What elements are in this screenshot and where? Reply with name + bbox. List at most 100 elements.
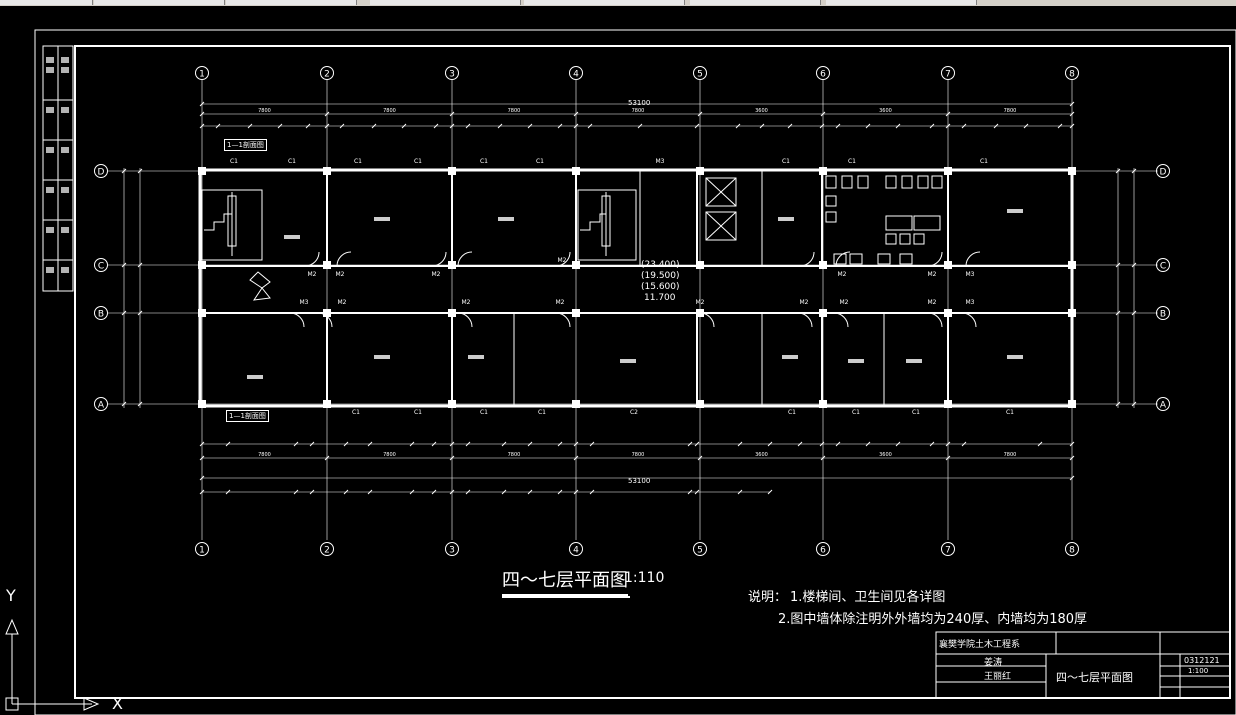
opening-tag: M3 — [656, 158, 665, 165]
column — [323, 309, 331, 317]
axis-number: 5 — [697, 546, 703, 556]
axis-letter: D — [1160, 168, 1167, 178]
axis-bubble — [195, 66, 209, 80]
room-label-mark — [247, 375, 263, 379]
toolbar-tab[interactable] — [226, 0, 357, 5]
axis-number: 5 — [697, 70, 703, 80]
column — [572, 167, 580, 175]
binding-strip — [42, 45, 74, 292]
opening-tag: M3 — [300, 299, 309, 306]
toolbar-tab[interactable] — [0, 0, 93, 5]
bay-dimension: 7800 — [1004, 452, 1017, 458]
opening-tag: M2 — [838, 271, 847, 278]
opening-tag: M2 — [840, 299, 849, 306]
room-label-mark — [848, 359, 864, 363]
column — [944, 400, 952, 408]
axis-number: 1 — [199, 70, 205, 80]
axis-number: 8 — [1069, 70, 1075, 80]
bay-dimension: 3600 — [755, 108, 768, 114]
building-outline — [198, 168, 1074, 408]
dimension-lines: 7800780078007800780078007800780036003600… — [121, 101, 1137, 495]
axis-number: 3 — [449, 70, 455, 80]
column — [448, 309, 456, 317]
axis-number: 7 — [945, 546, 951, 556]
axis-bubble — [195, 542, 209, 556]
column — [572, 309, 580, 317]
opening-tag: C1 — [480, 409, 488, 416]
section-label-top: 1—1剖面图 — [224, 139, 267, 151]
door-swings — [289, 251, 981, 328]
opening-tag: M2 — [556, 299, 565, 306]
column — [819, 261, 827, 269]
title-block-drawing-name: 四～七层平面图 — [1056, 671, 1133, 684]
title-block-designer: 姜涛 — [984, 658, 1003, 668]
title-block-scale: 1:100 — [1188, 667, 1209, 675]
opening-tag: C1 — [354, 158, 362, 165]
note-2: 2.图中墙体除注明外外墙均为240厚、内墙均为180厚 — [778, 612, 1088, 627]
note-1: 1.楼梯间、卫生间见各详图 — [790, 590, 946, 605]
opening-tag: M2 — [336, 271, 345, 278]
axis-letter: A — [1160, 401, 1167, 411]
axis-bubble — [1156, 397, 1170, 411]
elevation-2: (19.500) — [641, 271, 680, 281]
column — [448, 400, 456, 408]
section-label-bottom: 1—1剖面图 — [226, 410, 269, 422]
opening-tag: C1 — [536, 158, 544, 165]
opening-tag: C1 — [288, 158, 296, 165]
staircase-center — [577, 189, 637, 261]
axis-bubble — [569, 542, 583, 556]
column — [323, 167, 331, 175]
opening-tag: C1 — [980, 158, 988, 165]
axis-number: 2 — [324, 70, 330, 80]
paper-border — [34, 29, 1236, 715]
elevation-3: (15.600) — [641, 282, 680, 292]
axis-number: 4 — [573, 546, 579, 556]
column — [819, 167, 827, 175]
opening-tag: C1 — [230, 158, 238, 165]
column — [1068, 400, 1076, 408]
opening-tag: C1 — [480, 158, 488, 165]
opening-tag: M3 — [966, 299, 975, 306]
column — [944, 167, 952, 175]
bay-dimension: 7800 — [383, 452, 396, 458]
total-dimension-bottom: 53100 — [628, 477, 651, 485]
column — [572, 261, 580, 269]
bay-dimension: 3600 — [755, 452, 768, 458]
axis-bubble — [1156, 164, 1170, 178]
axis-bubble — [94, 306, 108, 320]
axis-bubble — [816, 66, 830, 80]
axis-number: 7 — [945, 70, 951, 80]
opening-tag: C2 — [630, 409, 638, 416]
toolbar-tab[interactable] — [524, 0, 685, 5]
axis-number: 6 — [820, 546, 826, 556]
axis-bubble — [569, 66, 583, 80]
column — [448, 167, 456, 175]
toolbar-tab[interactable] — [826, 0, 977, 5]
axis-bubble — [94, 164, 108, 178]
column — [572, 400, 580, 408]
axis-bubble — [445, 66, 459, 80]
axis-letter: B — [98, 310, 104, 320]
column — [1068, 309, 1076, 317]
notes-header: 说明： — [748, 590, 788, 605]
toolbar-tab[interactable] — [370, 0, 521, 5]
opening-tag: C1 — [782, 158, 790, 165]
drawing-title: 四～七层平面图 — [502, 566, 628, 596]
column — [198, 167, 206, 175]
opening-tag: M2 — [462, 299, 471, 306]
column — [1068, 167, 1076, 175]
room-label-mark — [906, 359, 922, 363]
title-block-school: 襄樊学院土木工程系 — [939, 640, 1021, 650]
elevator-shafts — [705, 177, 737, 241]
toolbar-tab[interactable] — [690, 0, 821, 5]
axis-letter: C — [1160, 262, 1166, 272]
axis-bubble — [94, 397, 108, 411]
title-block-checker: 王丽红 — [984, 672, 1012, 682]
opening-tag: C1 — [788, 409, 796, 416]
axis-bubble — [320, 66, 334, 80]
toolbar-tab[interactable] — [94, 0, 225, 5]
column — [696, 400, 704, 408]
top-toolbar-strip — [0, 0, 1236, 6]
